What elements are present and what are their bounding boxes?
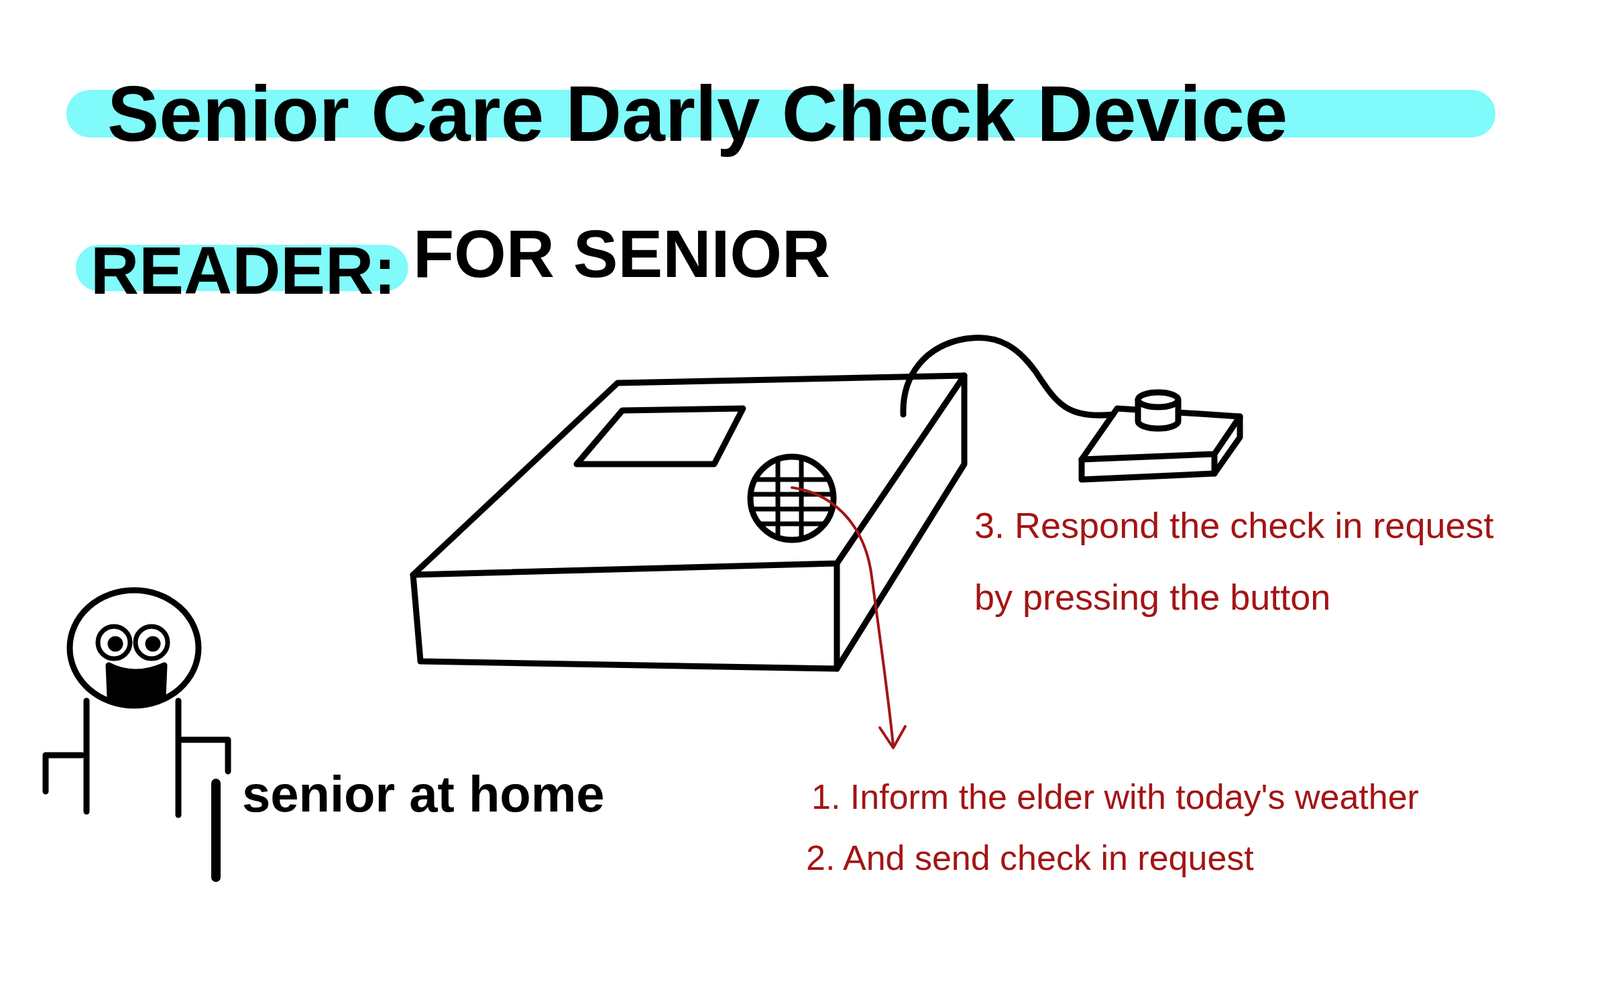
senior-figure (45, 590, 228, 878)
head (69, 590, 199, 706)
grille-line (775, 455, 781, 540)
glasses-lens (97, 626, 131, 659)
heading-label: FOR SENIOR (413, 213, 831, 294)
button-top (1137, 392, 1179, 408)
callout-note: 1. Inform the elder with today's weather (811, 775, 1419, 818)
device-drawing (413, 337, 1240, 669)
cable (903, 337, 1114, 416)
beard (108, 665, 165, 704)
button-pad-side (1214, 416, 1240, 474)
body-line (175, 700, 182, 815)
heading-label: READER: (90, 230, 397, 311)
callout-arrow (791, 487, 906, 748)
speaker-grille (744, 455, 842, 540)
figure-label: senior at home (242, 763, 605, 825)
grille-line (744, 492, 842, 497)
pupil (110, 639, 121, 649)
glasses-lens (135, 626, 168, 659)
button-pad-front (1081, 453, 1215, 480)
grille-line (799, 455, 805, 540)
arm (45, 755, 82, 792)
device-top (413, 375, 965, 575)
arm (179, 739, 228, 772)
speaker-symbol (750, 456, 834, 540)
callout-note: 2. And send check in request (806, 836, 1254, 879)
pupil (148, 639, 158, 649)
callout-note: 3. Respond the check in request by press… (974, 489, 1511, 634)
arrow-head (879, 726, 906, 748)
grille-line (744, 506, 842, 512)
arrow-line (791, 487, 894, 746)
cane (211, 783, 221, 878)
title-text: Senior Care Darly Check Device (107, 67, 1288, 161)
device-front (413, 563, 837, 669)
device-side (836, 375, 965, 669)
device-screen (576, 408, 744, 465)
